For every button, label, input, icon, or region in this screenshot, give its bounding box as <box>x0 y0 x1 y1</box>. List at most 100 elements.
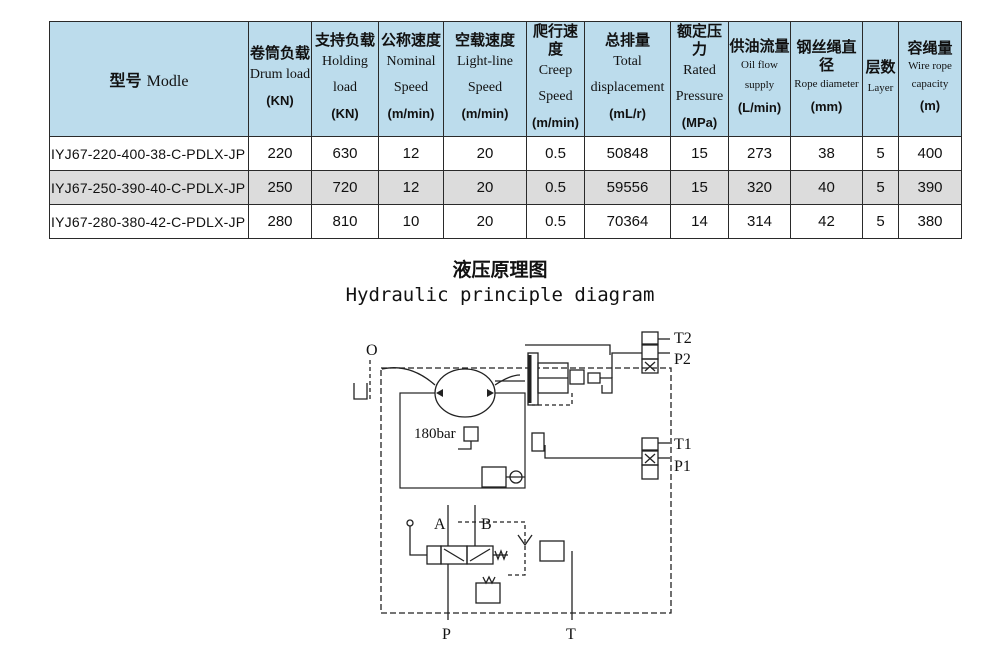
label-t: T <box>566 626 576 643</box>
cell-rated-pressure: 15 <box>670 136 729 171</box>
motor-arrow-left-icon <box>436 389 443 397</box>
header-unit: (mm) <box>810 99 843 114</box>
header-holding-load: 支持负载 Holding load (KN) <box>311 21 379 137</box>
label-t1: T1 <box>674 436 692 453</box>
relief-valve-line <box>458 441 472 450</box>
motor-shaft-line <box>494 374 521 386</box>
header-zh: 额定压力 <box>676 22 722 59</box>
header-en: Rope diameter <box>794 78 859 90</box>
hydraulic-motor-icon <box>434 368 496 418</box>
cell-capacity: 400 <box>898 136 962 171</box>
cell-drum-load: 220 <box>248 136 312 171</box>
hand-lever-icon <box>409 535 427 556</box>
balance-valve-icon <box>481 466 507 488</box>
hydraulic-diagram: O T2 P2 T1 P1 180bar A <box>353 330 692 643</box>
header-zh: 容绳量 <box>907 39 953 57</box>
cell-layer: 5 <box>862 136 899 171</box>
motor-drain-line <box>381 367 436 386</box>
header-unit: (KN) <box>266 93 294 108</box>
label-p: P <box>442 626 451 643</box>
valve-t2p2-solenoid-icon <box>641 331 659 345</box>
label-180bar: 180bar <box>414 426 456 442</box>
tank-icon <box>353 383 368 400</box>
header-wire-rope-capacity: 容绳量 Wire rope capacity (m) <box>898 21 962 137</box>
header-en: Drum load <box>249 67 311 82</box>
cell-nominal-speed: 12 <box>378 170 444 205</box>
header-unit: (m) <box>919 98 941 113</box>
header-layer: 层数 Layer <box>862 21 899 137</box>
cell-rope-diameter: 42 <box>790 204 863 239</box>
header-en: Holding load <box>322 54 368 95</box>
cell-rope-diameter: 38 <box>790 136 863 171</box>
valve-t2p2-feed-line <box>611 352 642 378</box>
table-row: IYJ67-250-390-40-C-PDLX-JP 250 720 12 20… <box>49 170 962 205</box>
header-unit: (L/min) <box>737 100 782 115</box>
header-zh: 层数 <box>865 58 896 76</box>
header-unit: (m/min) <box>461 106 509 121</box>
header-en: Light-line Speed <box>457 54 513 95</box>
label-b: B <box>481 516 492 533</box>
header-model-zh: 型号 <box>109 71 142 90</box>
cell-total-displacement: 59556 <box>584 170 671 205</box>
cell-oil-flow: 273 <box>728 136 791 171</box>
header-model: 型号 Modle <box>49 21 249 137</box>
cell-oil-flow: 314 <box>728 204 791 239</box>
table-row: IYJ67-220-400-38-C-PDLX-JP 220 630 12 20… <box>49 136 962 171</box>
cell-capacity: 390 <box>898 170 962 205</box>
cell-rated-pressure: 14 <box>670 204 729 239</box>
cell-layer: 5 <box>862 204 899 239</box>
brake-icon <box>569 369 585 385</box>
valve-t2p2-top-icon <box>641 344 659 360</box>
header-row: 型号 Modle 卷筒负载 Drum load (KN) 支持负载 Holdin… <box>49 21 962 137</box>
cell-total-displacement: 70364 <box>584 204 671 239</box>
header-light-line-speed: 空载速度 Light-line Speed (m/min) <box>443 21 527 137</box>
cell-holding-load: 810 <box>311 204 379 239</box>
brake-line <box>600 377 613 394</box>
header-zh: 爬行速度 <box>532 22 578 59</box>
valve-t1p1-feed-line <box>544 445 642 459</box>
cell-nominal-speed: 10 <box>378 204 444 239</box>
cell-nominal-speed: 12 <box>378 136 444 171</box>
cell-total-displacement: 50848 <box>584 136 671 171</box>
header-oil-flow-supply: 供油流量 Oil flow supply (L/min) <box>728 21 791 137</box>
header-zh: 供油流量 <box>729 37 790 55</box>
reducing-valve-icon <box>475 582 501 604</box>
label-o: O <box>366 342 378 359</box>
label-a: A <box>434 516 446 533</box>
brake-cylinder-icon <box>587 372 601 384</box>
motor-arrow-right-icon <box>487 389 494 397</box>
valve-t1p1-cross-b <box>644 453 656 464</box>
label-p1: P1 <box>674 458 691 475</box>
header-en: Rated Pressure <box>675 63 724 104</box>
lever-knob-icon <box>406 519 414 527</box>
header-zh: 总排量 <box>604 31 650 49</box>
spec-table: 型号 Modle 卷筒负载 Drum load (KN) 支持负载 Holdin… <box>49 21 962 239</box>
valve-t1p1-solenoid-icon <box>641 437 659 451</box>
header-en: Creep Speed <box>538 63 573 104</box>
diagram-title-zh: 液压原理图 <box>452 259 548 281</box>
header-en: Wire rope capacity <box>908 60 952 90</box>
header-zh: 公称速度 <box>380 31 441 49</box>
cell-model: IYJ67-220-400-38-C-PDLX-JP <box>49 136 249 171</box>
main-valve-spring-icon <box>494 549 508 561</box>
cell-model: IYJ67-280-380-42-C-PDLX-JP <box>49 204 249 239</box>
cell-oil-flow: 320 <box>728 170 791 205</box>
header-zh: 支持负载 <box>314 31 375 49</box>
header-zh: 钢丝绳直径 <box>796 38 857 74</box>
cell-creep-speed: 0.5 <box>526 136 585 171</box>
label-t2: T2 <box>674 330 692 347</box>
header-creep-speed: 爬行速度 Creep Speed (m/min) <box>526 21 585 137</box>
table-row: IYJ67-280-380-42-C-PDLX-JP 280 810 10 20… <box>49 204 962 239</box>
header-model-en: Modle <box>146 73 189 90</box>
header-en: Layer <box>867 82 894 94</box>
cell-model: IYJ67-250-390-40-C-PDLX-JP <box>49 170 249 205</box>
header-unit: (MPa) <box>681 115 718 130</box>
main-valve-arrow-a <box>443 548 465 562</box>
pilot-line <box>458 521 526 576</box>
header-rated-pressure: 额定压力 Rated Pressure (MPa) <box>670 21 729 137</box>
valve-t2p2-bottom-icon <box>641 358 659 374</box>
header-en: Oil flow supply <box>741 59 778 91</box>
label-p2: P2 <box>674 351 691 368</box>
cell-creep-speed: 0.5 <box>526 170 585 205</box>
header-unit: (m/min) <box>532 115 579 130</box>
